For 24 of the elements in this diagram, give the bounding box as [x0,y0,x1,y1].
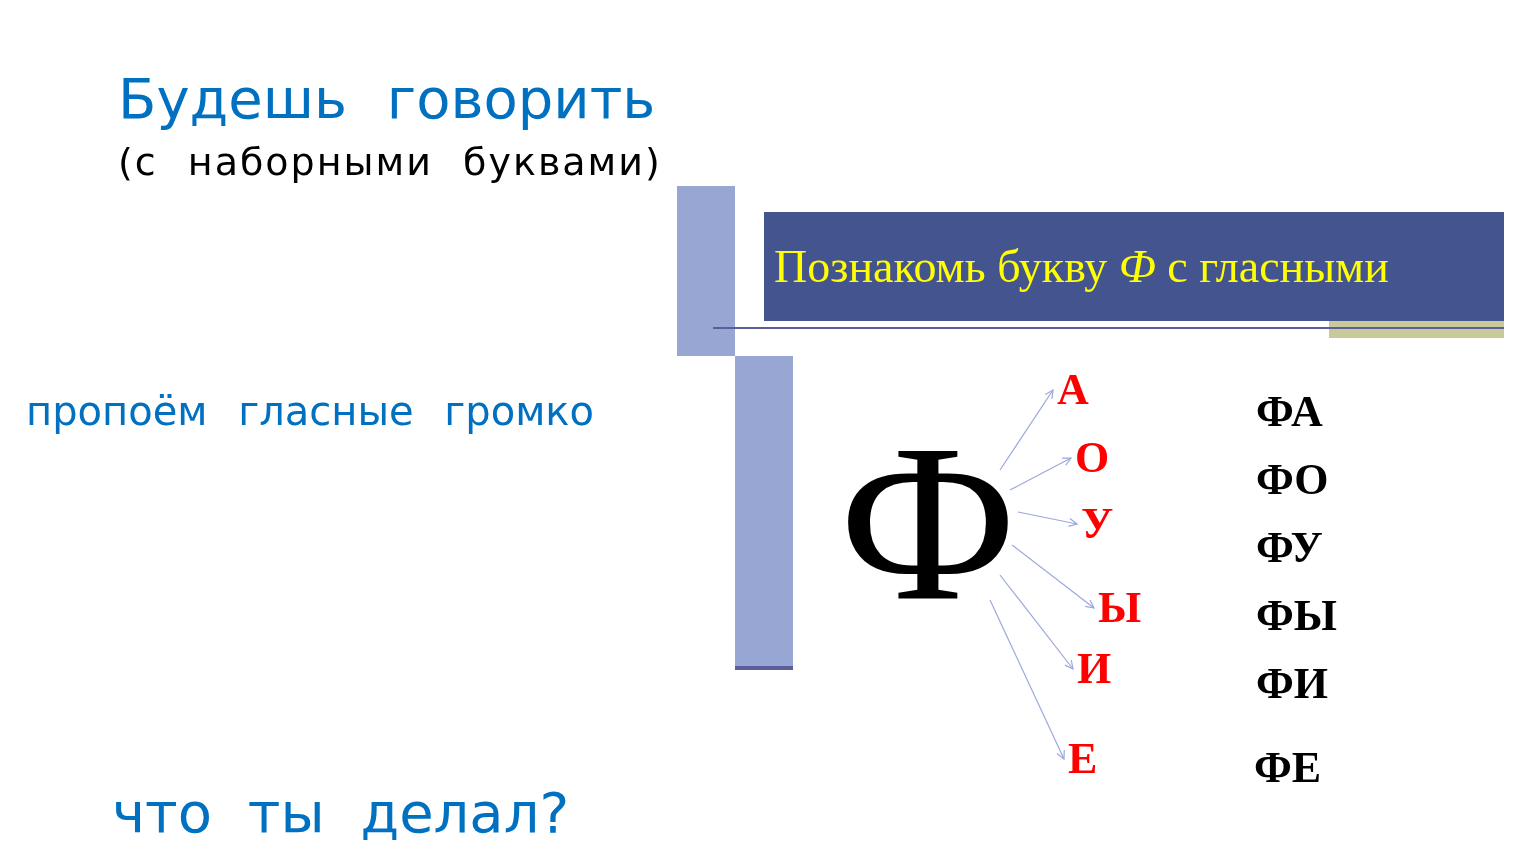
syllable: ФЕ [1254,742,1322,793]
vowel-letter: А [1057,368,1091,412]
syllable: ФА [1256,386,1323,437]
arrow [1011,544,1095,609]
arrow [1017,511,1078,527]
vowel-letter: И [1077,647,1115,691]
arrow [1009,457,1072,491]
vowel-letter: О [1075,436,1113,480]
arrow [999,389,1054,471]
prompt-text: что ты делал? [112,780,570,845]
prompt-text: пропоём гласные громко [26,388,594,434]
syllable: ФЫ [1256,590,1337,641]
syllable: ФУ [1256,522,1323,573]
subtitle: (с наборными буквами) [118,140,662,184]
title: Будешь говорить [118,66,656,131]
vowel-letter: У [1081,502,1117,546]
syllable: ФО [1256,454,1329,505]
heading-banner: Познакомь букву Ф с гласными [764,212,1504,321]
vowel-letter: Ы [1098,586,1144,630]
vowel-letter: Е [1068,737,1102,781]
arrow [999,574,1074,670]
letter: Ф [836,432,1020,612]
syllable: ФИ [1256,658,1328,709]
arrow [989,599,1065,760]
